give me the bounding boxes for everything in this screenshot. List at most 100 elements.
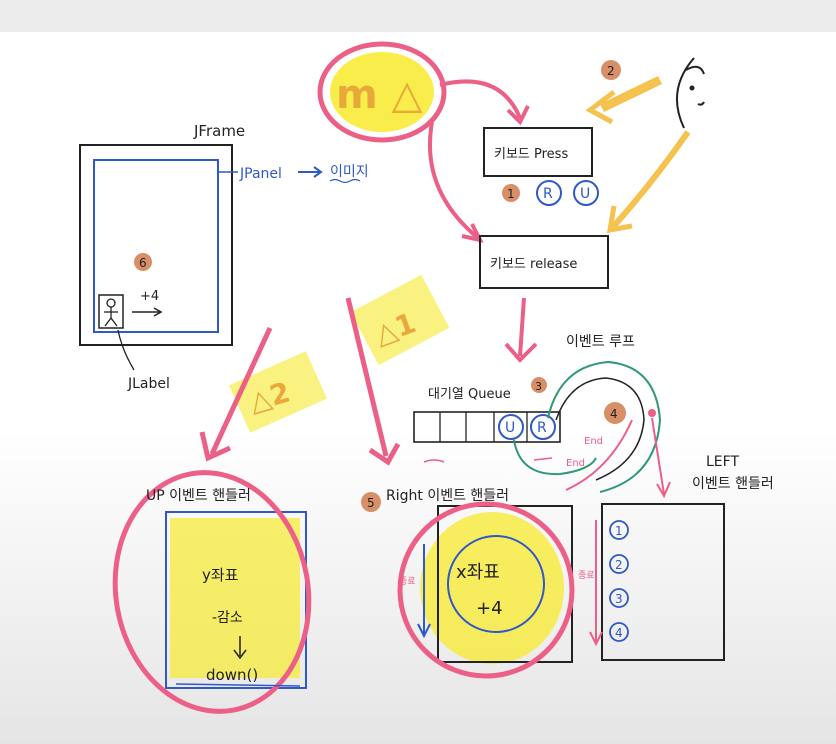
left-item-2-label: 2	[615, 558, 623, 572]
right-handler-title: Right 이벤트 핸들러	[386, 488, 509, 504]
r-key-label: R	[543, 186, 553, 202]
loop-dot-pink	[648, 409, 656, 417]
jlabel-move-arrowhead	[153, 307, 163, 317]
left-item-3-label: 3	[615, 592, 623, 606]
end-label-1: End	[584, 436, 603, 447]
y-coord-label: y좌표	[202, 566, 239, 584]
plus-4-label: +4	[476, 598, 503, 619]
badge-5-text: 5	[367, 496, 375, 510]
badge-1	[502, 184, 520, 202]
badge-6-text: 6	[139, 256, 147, 270]
m-triangle-ellipse	[317, 41, 447, 143]
left-handler-title-2: 이벤트 핸들러	[692, 476, 774, 492]
badge-1-text: 1	[507, 187, 515, 201]
left-side-arrowhead	[589, 631, 603, 647]
arrow-release-to-queue-head	[504, 342, 538, 363]
queue-u-label: U	[505, 420, 515, 436]
down-call-label: down()	[206, 666, 258, 684]
key-release-box	[479, 235, 609, 289]
event-loop-outer	[547, 360, 662, 493]
badge-2-text: 2	[607, 64, 615, 78]
queue-box	[413, 411, 561, 443]
end-label-2: End	[566, 458, 585, 469]
image-label: 이미지	[330, 164, 369, 180]
queue-flow-arrow	[423, 459, 445, 463]
badge-4	[604, 402, 626, 424]
queue-flow-arrow-2	[533, 457, 553, 461]
orange-lines	[600, 75, 662, 113]
arrow-m-to-press-head	[506, 105, 530, 126]
badge-4-text: 4	[610, 407, 618, 421]
badge-3-text: 3	[535, 380, 542, 393]
left-item-1-circle	[609, 520, 629, 540]
event-loop-label: 이벤트 루프	[566, 334, 635, 350]
badge-3	[531, 377, 547, 393]
key-press-box	[483, 127, 593, 177]
right-side-arrowhead	[417, 623, 431, 639]
minus-dec-label: -감소	[212, 610, 243, 626]
jframe-label: JFrame	[193, 122, 245, 140]
orange-arrow-to-release	[609, 130, 691, 231]
wait-queue-label: 대기열 Queue	[428, 387, 511, 402]
loop-to-left-arrow	[651, 417, 665, 495]
key-press-label: 키보드 Press	[494, 147, 568, 162]
plus4-small-label: +4	[140, 289, 159, 304]
jpanel-label: JPanel	[239, 166, 282, 182]
side-mark-1: 종료	[399, 576, 416, 587]
loop-to-right-arrow	[565, 419, 633, 491]
jpanel-image-arrowhead	[313, 166, 323, 178]
down-arrow-small	[233, 636, 247, 660]
orange-arrow-to-release-head	[606, 205, 633, 234]
queue-r-circle	[530, 414, 556, 440]
arrow-m-to-press	[439, 79, 522, 119]
badge-6	[134, 253, 152, 271]
badge-5	[361, 492, 381, 512]
jlabel-pointer	[117, 329, 135, 371]
loop-to-left-arrowhead	[656, 481, 671, 499]
queue-u-circle	[498, 414, 524, 440]
event-loop-return	[513, 439, 597, 476]
arrow-delta-1	[345, 297, 389, 457]
x-coord-label: x좌표	[456, 562, 500, 583]
u-key-circle	[573, 180, 599, 206]
orange-arrow-to-press	[585, 90, 616, 125]
queue-r-label: R	[537, 420, 547, 436]
top-bar	[0, 0, 836, 32]
up-handler-title: UP 이벤트 핸들러	[146, 488, 251, 504]
highlight-delta-1	[350, 274, 450, 366]
arrow-delta-2	[209, 326, 273, 456]
image-underline	[329, 178, 361, 184]
stick-figure-icon	[104, 298, 118, 327]
arrow-delta-2-head	[199, 431, 232, 462]
left-item-1-label: 1	[615, 524, 623, 538]
m-triangle-label: m △	[336, 72, 423, 118]
arrow-m-to-release	[427, 121, 480, 240]
smiley-face-icon	[676, 57, 705, 129]
u-key-label: U	[580, 186, 590, 202]
highlight-right-handler	[420, 512, 564, 664]
up-handler-circle	[112, 470, 312, 714]
jpanel-box	[93, 159, 219, 333]
jlabel-box	[98, 294, 124, 329]
left-item-3-circle	[609, 588, 629, 608]
right-handler-x-circle	[447, 535, 545, 633]
badge-2	[601, 60, 621, 80]
left-item-4-label: 4	[615, 626, 623, 640]
r-key-circle	[536, 180, 562, 206]
jlabel-label: JLabel	[127, 376, 170, 392]
arrow-delta-1-head	[368, 442, 401, 466]
arrow-release-to-queue	[518, 297, 526, 357]
jframe-box	[79, 144, 233, 346]
left-item-2-circle	[609, 554, 629, 574]
key-release-label: 키보드 release	[490, 257, 577, 272]
event-loop-inner	[555, 377, 645, 481]
side-mark-2: 종료	[578, 570, 595, 581]
left-handler-box	[601, 503, 725, 661]
bottom-shade	[0, 430, 836, 744]
right-handler-pink-circle	[397, 501, 575, 679]
highlight-delta-2	[229, 351, 327, 433]
highlight-up-handler	[170, 518, 300, 678]
up-handler-box	[165, 511, 307, 689]
